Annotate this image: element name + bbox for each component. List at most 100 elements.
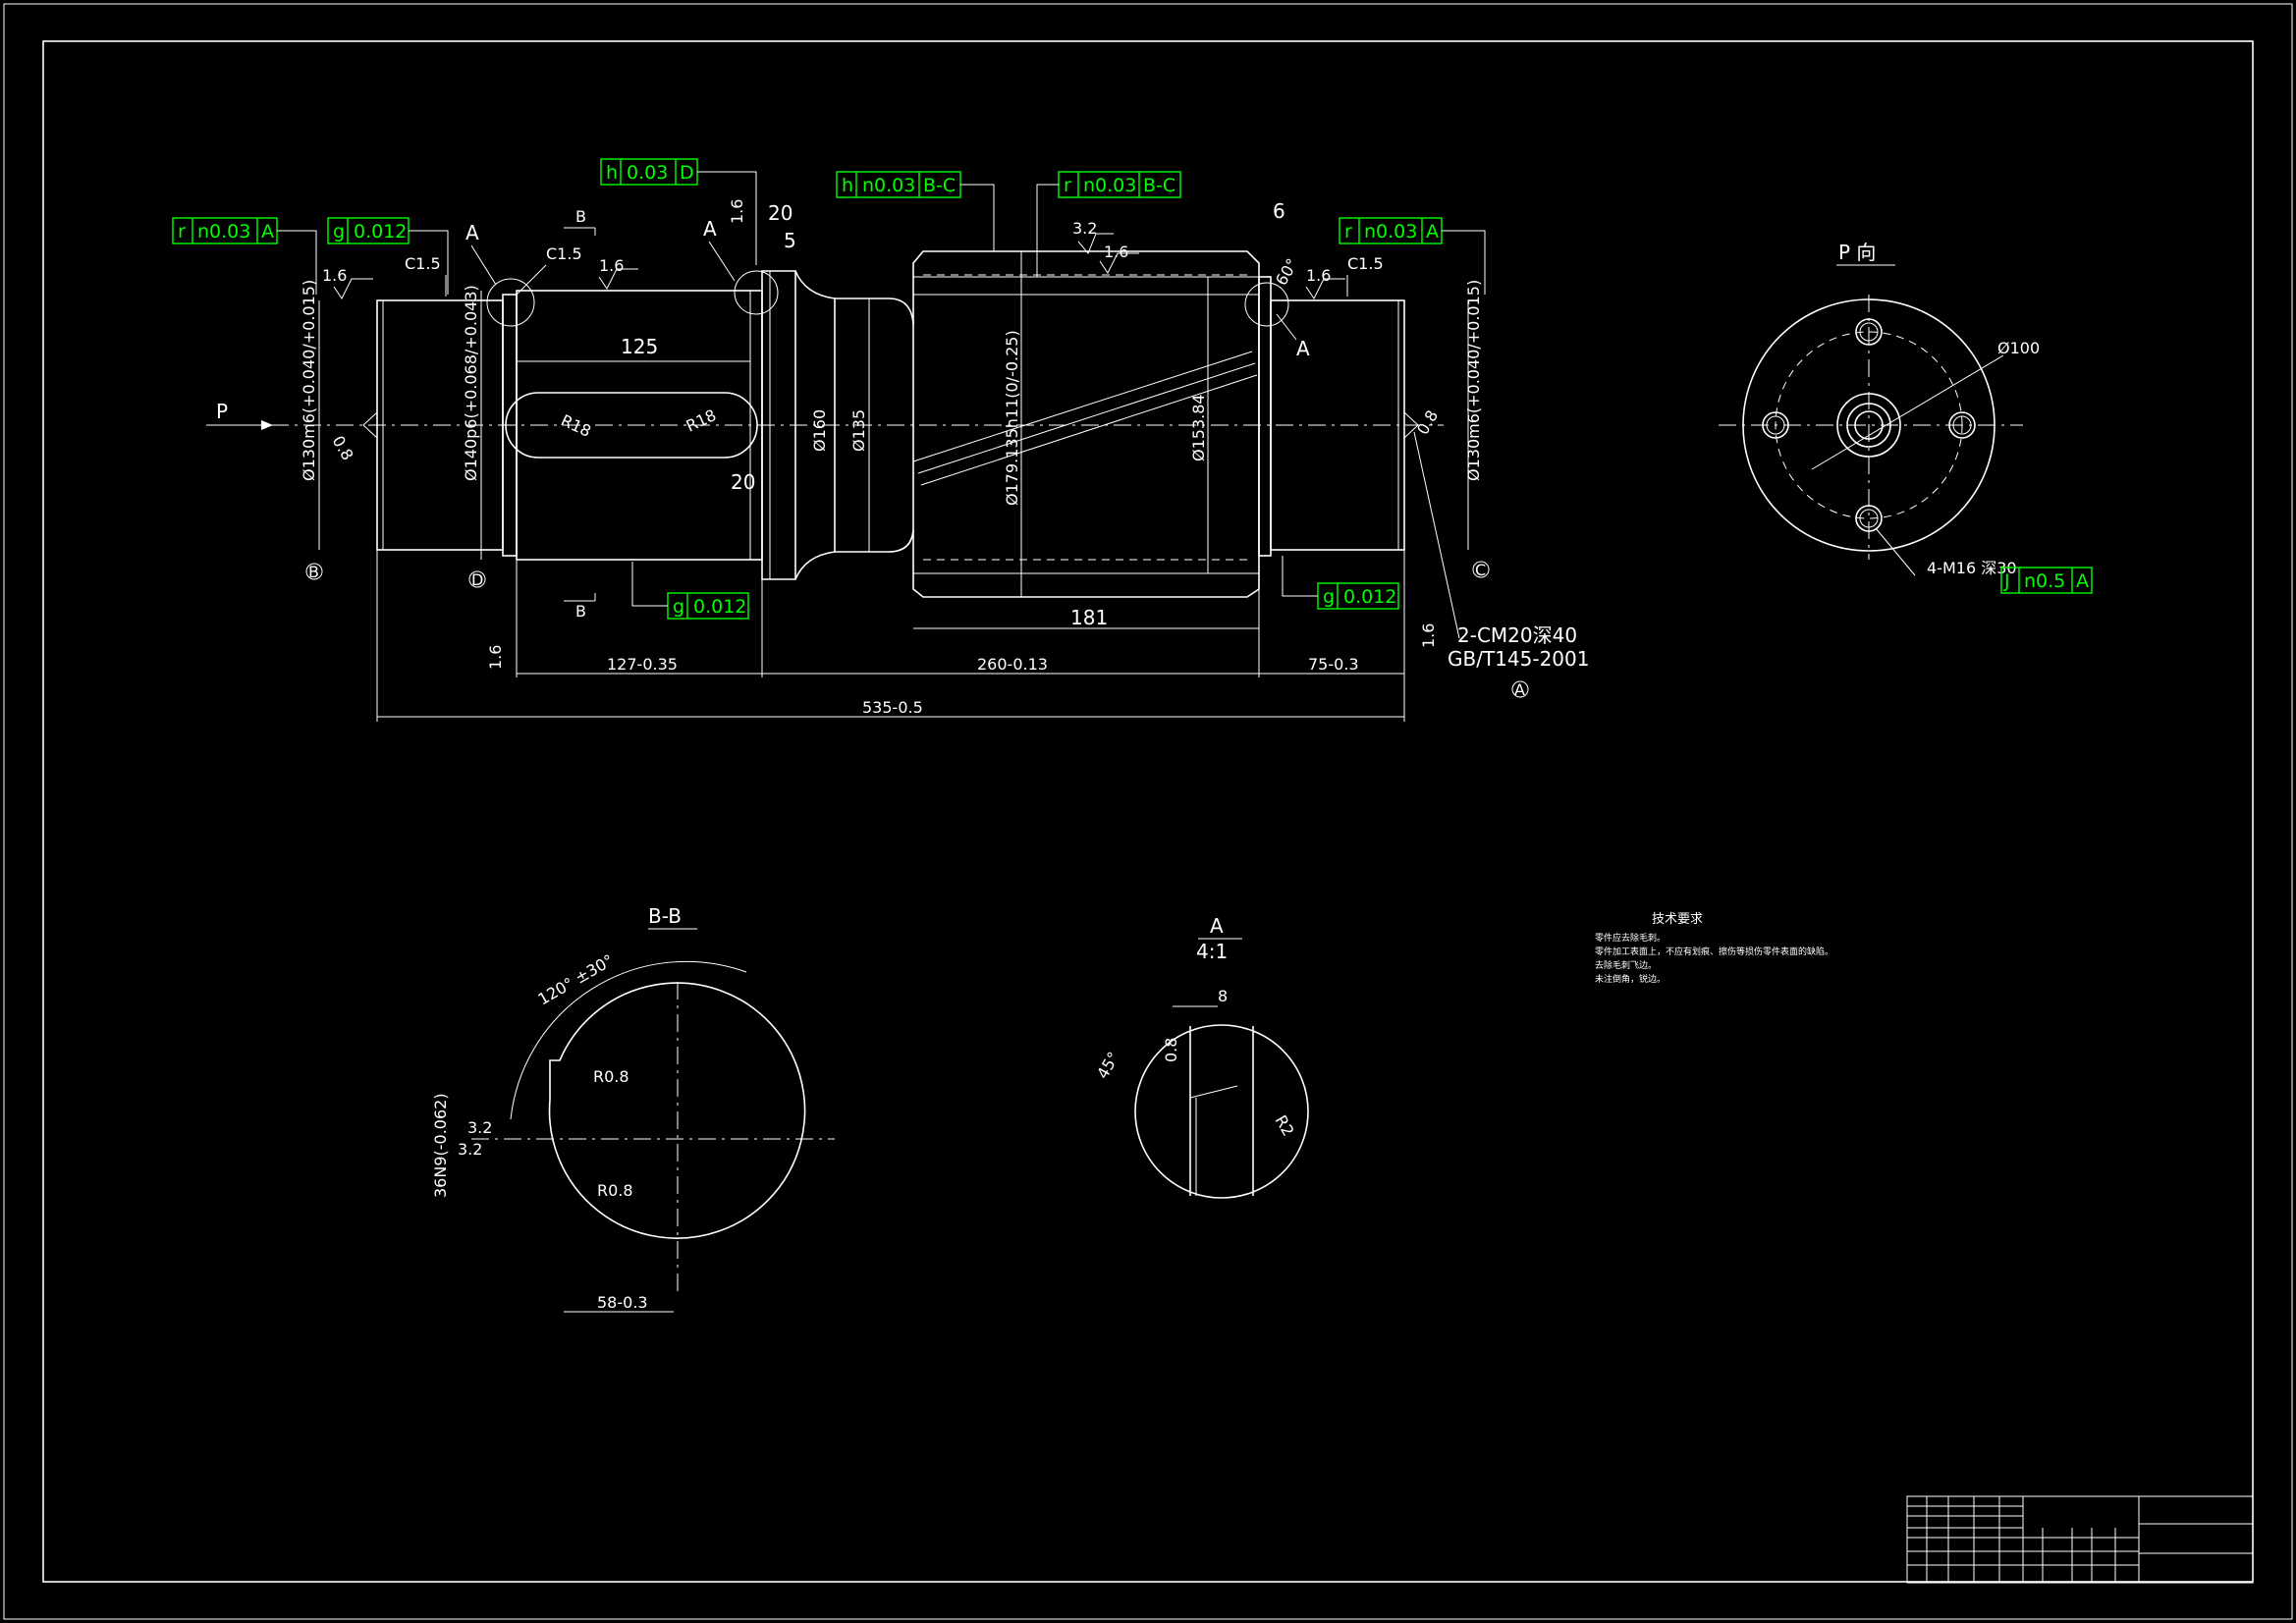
svg-text:g: g xyxy=(1323,586,1335,608)
bb-r2: R0.8 xyxy=(597,1181,633,1200)
label-p: P xyxy=(216,400,228,423)
marker-a-mid: A xyxy=(703,217,717,241)
rough-5: 1.6 xyxy=(728,199,746,224)
datum-d: D xyxy=(471,570,483,589)
chamfer-left: C1.5 xyxy=(405,254,441,273)
main-view: P Ø130m6(+0.040/+0.015) Ø140p6(+0.068/+0… xyxy=(206,199,1589,722)
bolt-hole-right xyxy=(1948,411,1976,439)
a-w8: 8 xyxy=(1218,987,1228,1005)
thread-note: 2-CM20深40 xyxy=(1457,623,1577,647)
tech-line-3: 去除毛刺飞边。 xyxy=(1595,959,1657,971)
a-r2: R2 xyxy=(1272,1112,1298,1140)
angle-60: 60° xyxy=(1272,255,1302,289)
svg-text:n0.03: n0.03 xyxy=(862,175,915,196)
dim-535: 535-0.5 xyxy=(862,698,923,717)
dim-20-top: 20 xyxy=(768,201,793,225)
svg-text:h: h xyxy=(606,162,618,184)
outer-border xyxy=(3,3,2293,1620)
p-fcf-datum: A xyxy=(2076,570,2089,592)
marker-a-left: A xyxy=(465,221,479,244)
marker-b-bottom: B xyxy=(575,602,586,621)
svg-text:D: D xyxy=(680,162,694,184)
svg-text:r: r xyxy=(178,221,186,243)
dim-127: 127-0.35 xyxy=(607,655,678,674)
svg-text:0.012: 0.012 xyxy=(693,596,746,618)
bb-rough1: 3.2 xyxy=(467,1118,492,1137)
tech-line-4: 未注倒角，锐边。 xyxy=(1595,973,1666,985)
svg-text:h: h xyxy=(842,175,853,196)
tech-title: 技术要求 xyxy=(1652,912,1703,927)
bb-title: B-B xyxy=(648,904,682,928)
fcf-4: h n0.03 B-C xyxy=(836,171,995,251)
bb-rough2: 3.2 xyxy=(458,1140,482,1159)
rough-1: 1.6 xyxy=(322,266,347,285)
marker-a-right: A xyxy=(1296,337,1310,360)
fcf-5: r n0.03 B-C xyxy=(1036,171,1181,277)
tech-requirements: 技术要求 零件应去除毛刺。 零件加工表面上，不应有划痕、擦伤等损伤零件表面的缺陷… xyxy=(1595,912,1833,985)
a-detail-circle xyxy=(1134,1024,1309,1199)
dim-75: 75-0.3 xyxy=(1308,655,1359,674)
svg-text:n0.03: n0.03 xyxy=(197,221,250,243)
holes-note: 4-M16 深30 xyxy=(1927,559,2017,577)
datum-a: A xyxy=(1514,680,1525,699)
bb-depth: 58-0.3 xyxy=(597,1293,648,1312)
fcf-8: g 0.012 xyxy=(1282,556,1399,610)
svg-text:n0.03: n0.03 xyxy=(1364,221,1417,243)
p-fcf-tol: n0.5 xyxy=(2024,570,2065,592)
dim-d135: Ø135 xyxy=(849,409,868,452)
bolt-hole-left xyxy=(1762,411,1789,439)
dim-d153: Ø153.84 xyxy=(1189,394,1208,461)
a-scale: 4:1 xyxy=(1196,940,1228,963)
dim-5: 5 xyxy=(784,229,796,252)
fcf-7: g 0.012 xyxy=(631,562,749,620)
dim-6: 6 xyxy=(1273,199,1285,223)
bb-view: B-B 120° ±30° R0.8 R0.8 3.2 3.2 36N9(-0.… xyxy=(431,904,835,1313)
standard-note: GB/T145-2001 xyxy=(1448,647,1589,671)
rough-4: 1.6 xyxy=(1104,243,1128,261)
a-detail: A 4:1 8 45° 0.8 R2 xyxy=(1093,914,1309,1199)
svg-text:B-C: B-C xyxy=(923,175,956,196)
fcf-1: r n0.03 A xyxy=(172,217,317,295)
fcf-3: h 0.03 D xyxy=(600,158,757,265)
title-block xyxy=(1906,1495,2254,1584)
svg-text:r: r xyxy=(1344,221,1352,243)
right-journal xyxy=(1270,299,1405,551)
keyway-slot xyxy=(505,392,758,459)
rough-08-left: 0.8 xyxy=(329,433,357,464)
chamfer-mid: C1.5 xyxy=(546,244,582,263)
rough-7: 1.6 xyxy=(1419,623,1438,648)
bb-r1: R0.8 xyxy=(593,1067,629,1086)
dim-20-side: 20 xyxy=(731,470,755,494)
dim-d100: Ø100 xyxy=(1997,339,2040,357)
svg-text:A: A xyxy=(1426,221,1439,243)
p-fcf-sym: J xyxy=(2003,570,2010,592)
rough-6: 1.6 xyxy=(486,645,505,670)
svg-text:r: r xyxy=(1064,175,1071,196)
svg-text:g: g xyxy=(673,596,684,618)
fcf-2: g 0.012 xyxy=(327,217,449,295)
svg-text:A: A xyxy=(261,221,274,243)
a-08: 0.8 xyxy=(1162,1038,1180,1062)
a-45: 45° xyxy=(1093,1049,1123,1082)
rough-3: 1.6 xyxy=(1306,266,1331,285)
dim-d160: Ø160 xyxy=(810,409,829,452)
bb-width: 36N9(-0.062) xyxy=(431,1093,450,1198)
svg-text:n0.03: n0.03 xyxy=(1083,175,1136,196)
a-title: A xyxy=(1210,914,1224,938)
rough-08-right: 0.8 xyxy=(1413,406,1442,438)
svg-text:g: g xyxy=(333,221,345,243)
dim-d130-left: Ø130m6(+0.040/+0.015) xyxy=(300,280,318,481)
svg-text:0.012: 0.012 xyxy=(1343,586,1396,608)
rough-2: 1.6 xyxy=(599,256,624,275)
chamfer-right: C1.5 xyxy=(1347,254,1384,273)
tech-line-2: 零件加工表面上，不应有划痕、擦伤等损伤零件表面的缺陷。 xyxy=(1595,946,1833,957)
inner-border xyxy=(42,40,2254,1583)
svg-text:0.03: 0.03 xyxy=(627,162,668,184)
marker-b-top: B xyxy=(575,207,586,226)
dim-260: 260-0.13 xyxy=(977,655,1048,674)
flange-outline xyxy=(1742,298,1995,552)
dim-d130-right: Ø130m6(+0.040/+0.015) xyxy=(1464,280,1483,481)
p-view: P 向 Ø100 4-M16 深30 J n0.5 A xyxy=(1719,241,2093,594)
p-view-title: P 向 xyxy=(1838,241,1876,264)
